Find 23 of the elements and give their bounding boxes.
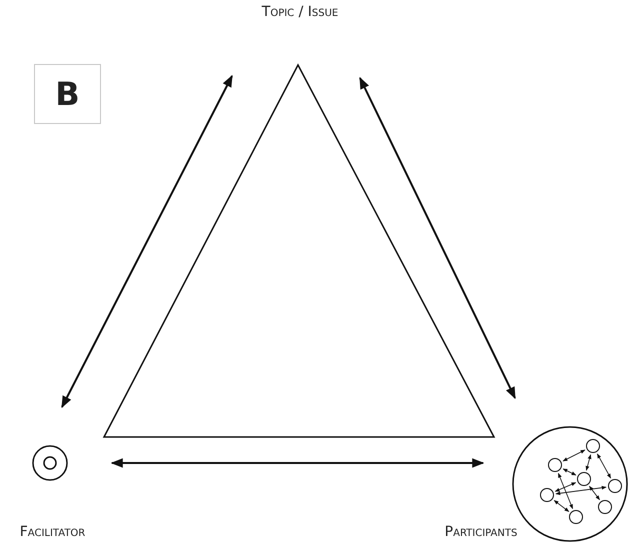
double-arrow [555, 486, 607, 496]
double-arrow [554, 482, 576, 492]
double-arrow [110, 458, 484, 468]
person-circle [608, 479, 622, 493]
double-arrow [562, 468, 576, 476]
double-arrow [61, 74, 233, 408]
person-circle [540, 488, 554, 502]
double-arrow [562, 450, 586, 462]
node-label: Facilitator [18, 524, 86, 540]
node-label: Topic / Issue [260, 4, 340, 20]
double-arrow [554, 500, 570, 512]
double-arrow [596, 453, 612, 479]
double-arrow [586, 454, 592, 471]
person-circle [598, 500, 612, 514]
person-circle [569, 510, 583, 524]
double-arrow [558, 472, 574, 510]
person-circle [586, 439, 600, 453]
double-arrow [589, 486, 600, 500]
panel-letter: B [34, 64, 101, 124]
person-circle [577, 472, 591, 486]
node-label: Participants [444, 524, 518, 540]
double-arrow [359, 76, 516, 400]
person-circle [548, 458, 562, 472]
